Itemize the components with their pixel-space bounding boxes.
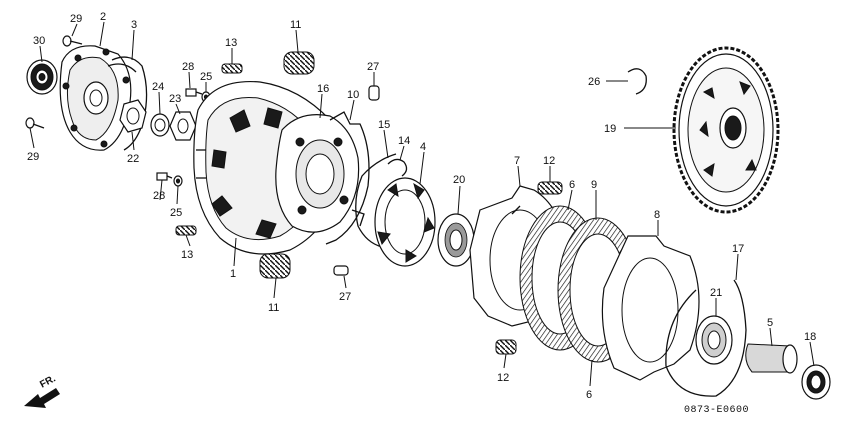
callout-29-top: 29 [70,13,82,25]
callout-28-bottom: 28 [153,190,165,202]
front-direction-label: FR. [38,373,58,390]
callout-26: 26 [588,76,600,88]
spring-clip-14 [387,158,408,177]
spring-11-bottom [259,253,291,279]
callout-21: 21 [710,287,722,299]
callout-20: 20 [453,174,465,186]
callout-13-top: 13 [225,37,237,49]
callout-29-bottom: 29 [27,151,39,163]
callout-19: 19 [604,123,616,135]
plate-3 [107,56,148,151]
callout-7: 7 [514,155,520,167]
steel-plate-8 [601,235,700,381]
bearing-30 [26,59,58,95]
callout-12-bottom: 12 [497,372,509,384]
spring-11-top [283,51,315,75]
screw-29-top [62,35,83,47]
callout-6-top: 6 [569,179,575,191]
washer-25-bottom [173,175,183,187]
one-way-clutch-4 [374,177,436,267]
callout-8: 8 [654,209,660,221]
leader-lines [29,21,815,387]
callout-labels: 29 2 3 30 29 22 24 23 28 25 13 28 25 13 … [27,11,816,401]
callout-27-top: 27 [367,61,379,73]
snap-ring-26 [627,68,647,95]
callout-5: 5 [767,317,773,329]
callout-17: 17 [732,243,744,255]
front-direction-arrow [24,388,60,408]
gear-21 [695,315,733,365]
callout-11-top: 11 [290,19,301,31]
inner-race-20 [437,213,475,267]
bolt-28-bottom [156,172,173,181]
callout-30: 30 [33,35,45,47]
nut-23 [169,111,197,141]
driven-gear-19 [672,46,780,214]
callout-2: 2 [100,11,106,23]
callout-18: 18 [804,331,816,343]
callout-16: 16 [317,83,329,95]
callout-3: 3 [131,19,137,31]
spring-13-bottom [175,225,197,236]
bushing-5 [745,343,798,374]
callout-12-top: 12 [543,155,555,167]
washer-24 [150,113,170,137]
callout-6-bottom: 6 [586,389,592,401]
spring-12-top [537,181,563,195]
callout-11-bottom: 11 [268,302,279,314]
callout-14: 14 [398,135,410,147]
oil-seal-18 [801,364,831,400]
spring-12-bottom [495,339,517,355]
pin-27-top [368,85,380,101]
screw-29-bottom [25,117,45,129]
callout-23: 23 [169,93,181,105]
callout-24: 24 [152,81,164,93]
callout-1: 1 [230,268,236,280]
callout-10: 10 [347,89,359,101]
callout-15: 15 [378,119,390,131]
callout-28-top: 28 [182,61,194,73]
callout-22: 22 [127,153,139,165]
pin-27-bottom [333,265,349,276]
snap-ring-17 [665,279,747,397]
callout-4: 4 [420,141,426,153]
callout-27-bottom: 27 [339,291,351,303]
callout-25-bottom: 25 [170,207,182,219]
cover-plate-2 [59,45,132,151]
callout-9: 9 [591,179,597,191]
callout-13-bottom: 13 [181,249,193,261]
drawing-code: 0873-E0600 [684,405,749,416]
callout-25-top: 25 [200,71,212,83]
nut-22 [119,99,147,133]
bolt-28-top [185,88,203,97]
clutch-hub-16 [275,114,360,233]
circlip-15 [355,153,397,249]
spring-13-top [221,63,243,74]
